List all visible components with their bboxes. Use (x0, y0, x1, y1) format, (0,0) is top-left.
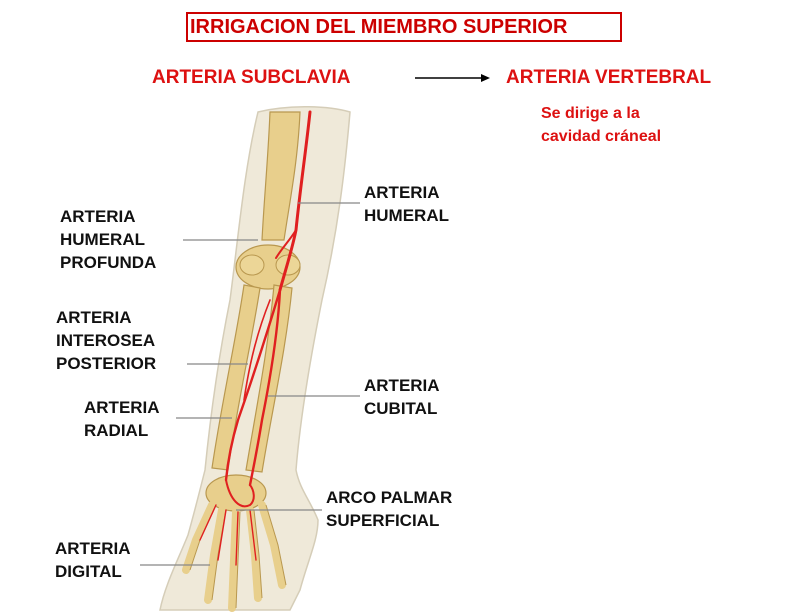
page-title: IRRIGACION DEL MIEMBRO SUPERIOR (190, 16, 568, 38)
note-line-1: Se dirige a la (541, 105, 640, 122)
arrow-head (481, 74, 490, 82)
vertebral-note: Se dirige a la cavidad cráneal (541, 102, 661, 148)
label-humeral: ARTERIA HUMERAL (364, 183, 449, 225)
label-arco-palmar: ARCO PALMAR SUPERFICIAL (326, 488, 453, 530)
note-line-2: cavidad cráneal (541, 128, 662, 145)
label-humeral-profunda: ARTERIA HUMERAL PROFUNDA (60, 207, 157, 272)
label-radial: ARTERIA RADIAL (84, 398, 160, 440)
leader-lines (140, 202, 360, 566)
label-interosea-posterior: ARTERIA INTEROSEA POSTERIOR (56, 308, 157, 373)
arteries (199, 110, 312, 566)
arm-silhouette (159, 106, 351, 611)
subclavia-label: ARTERIA SUBCLAVIA (152, 67, 351, 88)
title-box (186, 12, 622, 42)
finger-bones (182, 501, 286, 612)
vertebral-label: ARTERIA VERTEBRAL (506, 67, 712, 88)
humerus-bone (261, 111, 301, 241)
label-cubital: ARTERIA CUBITAL (364, 376, 440, 418)
elbow-condyle (239, 254, 265, 276)
label-digital: ARTERIA DIGITAL (55, 539, 131, 581)
